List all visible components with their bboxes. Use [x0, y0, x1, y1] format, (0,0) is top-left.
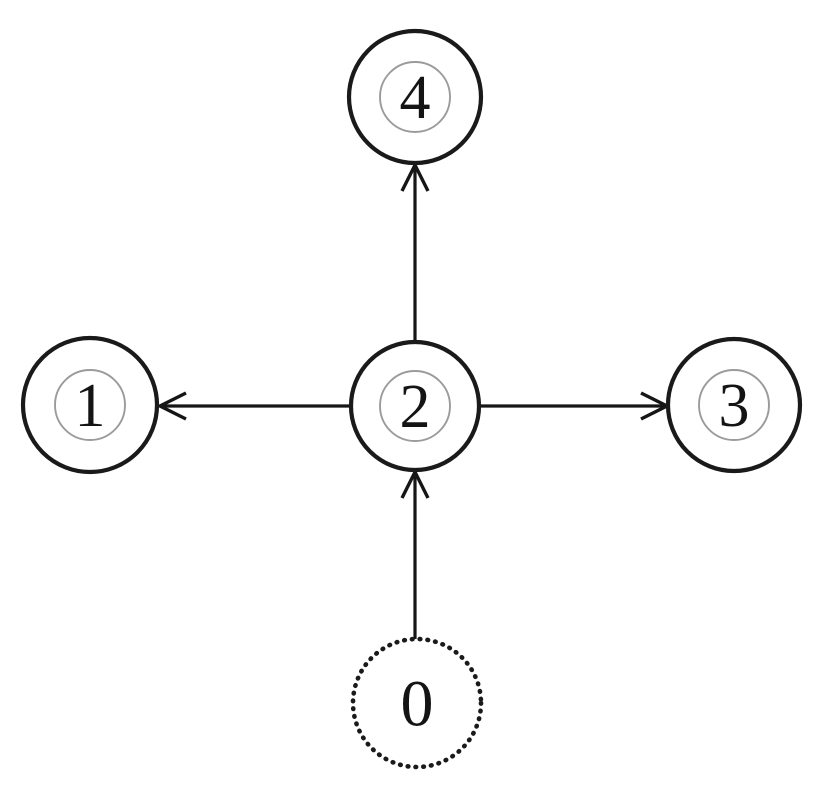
- node-0-outer-circle-dotted: [350, 636, 484, 770]
- node-1-label: 1: [75, 372, 106, 440]
- node-3-label: 3: [719, 372, 750, 440]
- node-3-outer-circle: [665, 336, 803, 474]
- edge-2-to-1[interactable]: [156, 391, 351, 421]
- edge-2-to-3[interactable]: [479, 391, 671, 421]
- node-1[interactable]: 1: [20, 335, 160, 475]
- node-2[interactable]: 2: [348, 339, 482, 473]
- node-4-label: 4: [400, 64, 431, 132]
- node-3-inner-ring: [698, 369, 770, 441]
- node-0[interactable]: 0: [350, 636, 484, 770]
- node-4-inner-ring: [379, 61, 451, 133]
- node-layer: 4 1 2 3 0: [20, 28, 803, 770]
- edge-0-to-2[interactable]: [400, 468, 430, 639]
- edge-2-to-1-arrowhead: [156, 391, 187, 421]
- node-2-inner-ring: [379, 370, 451, 442]
- node-0-label: 0: [401, 668, 434, 741]
- node-2-label: 2: [400, 373, 431, 441]
- node-4[interactable]: 4: [346, 28, 484, 166]
- node-1-outer-circle: [20, 335, 160, 475]
- node-2-outer-circle: [348, 339, 482, 473]
- node-1-inner-ring: [54, 369, 126, 441]
- edge-layer: [156, 161, 671, 639]
- node-4-outer-circle: [346, 28, 484, 166]
- node-3[interactable]: 3: [665, 336, 803, 474]
- edge-2-to-4[interactable]: [400, 161, 430, 342]
